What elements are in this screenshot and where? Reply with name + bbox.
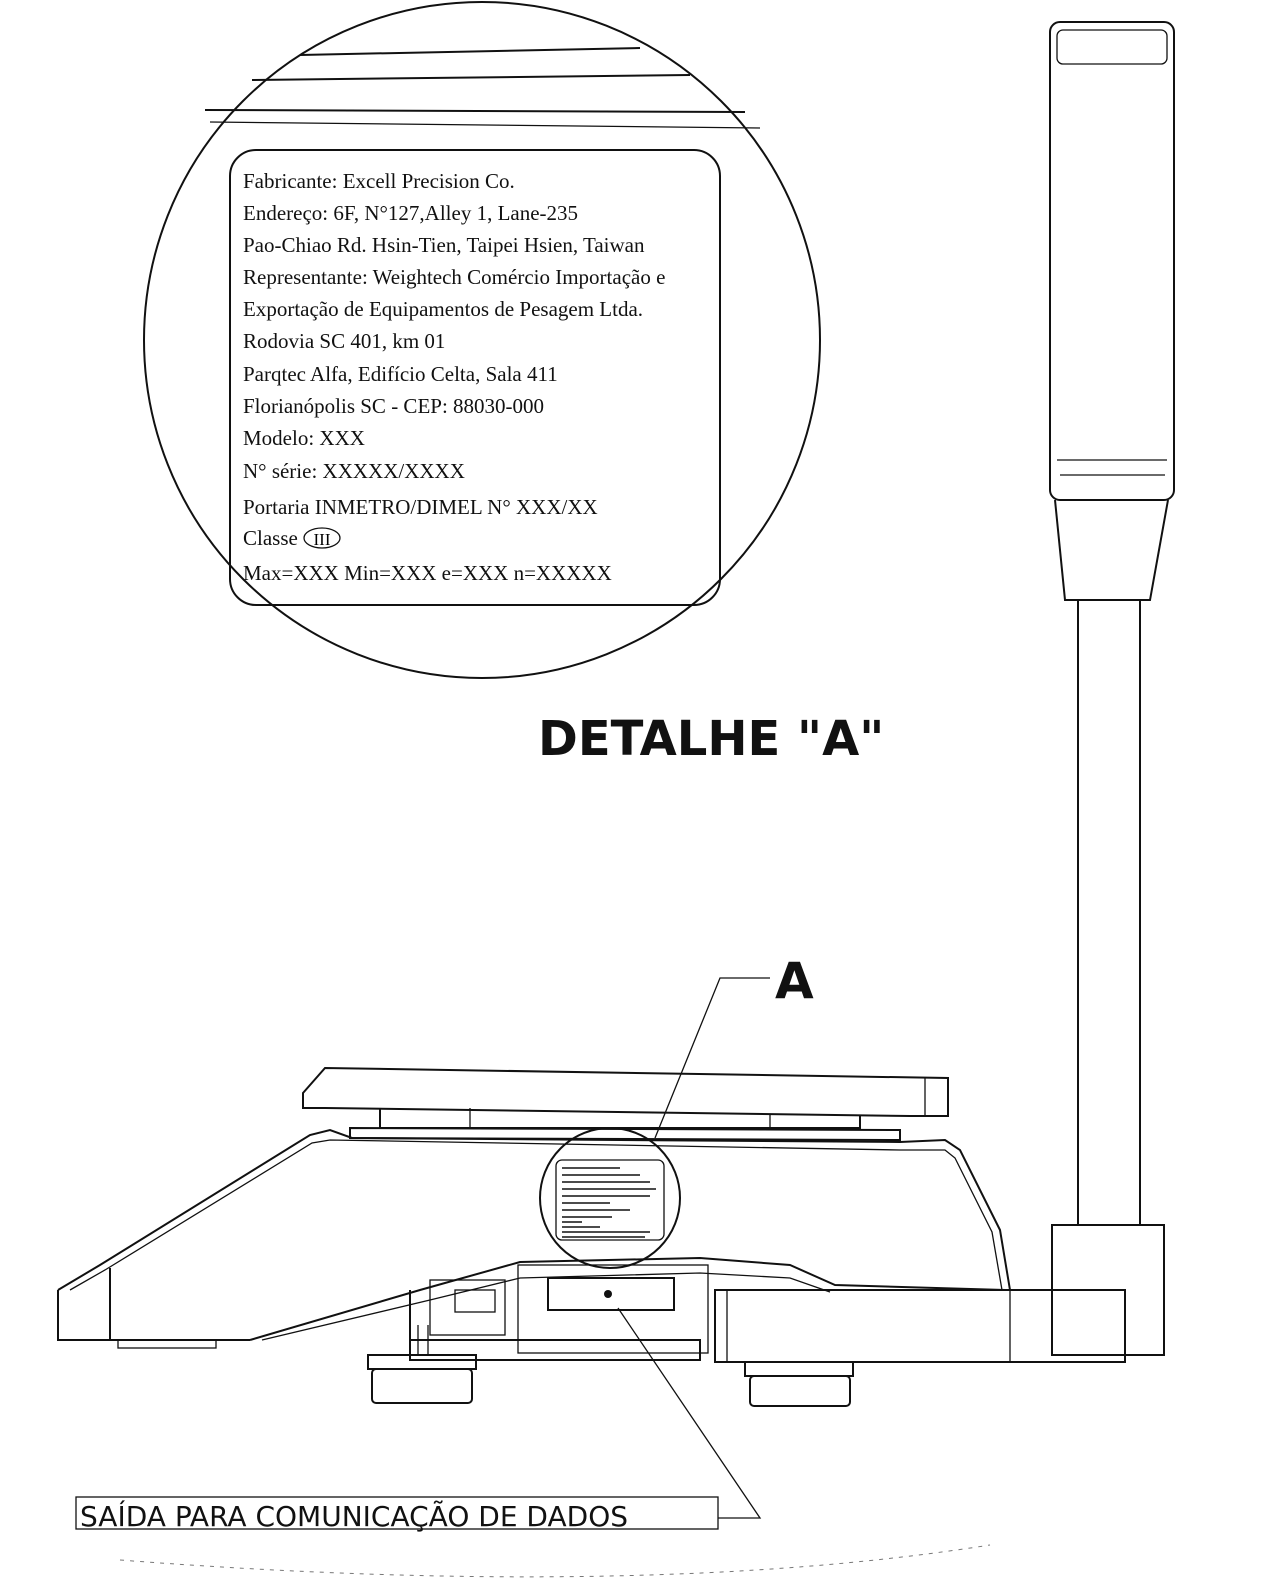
front-foot	[117, 1339, 217, 1349]
platter-support-ribs	[469, 1108, 771, 1128]
detail-a-magnifier: Fabricante: Excell Precision Co. Endereç…	[143, 1, 821, 679]
plate-line: Representante: Weightech Comércio Import…	[243, 265, 665, 289]
housing-line-4	[209, 121, 761, 129]
label-miniature-lines	[562, 1167, 656, 1238]
pole-taper	[1054, 499, 1169, 601]
plate-line: Classe	[243, 526, 298, 550]
pole-tube	[1077, 599, 1141, 1226]
plate-line: Portaria INMETRO/DIMEL N° XXX/XX	[243, 495, 598, 519]
weighing-platter	[302, 1066, 949, 1142]
plate-line: Modelo: XXX	[243, 426, 365, 450]
plate-line: Parqtec Alfa, Edifício Celta, Sala 411	[243, 362, 558, 386]
plate-line: Rodovia SC 401, km 01	[243, 329, 445, 353]
plate-line: Max=XXX Min=XXX e=XXX n=XXXXX	[243, 561, 612, 585]
port-bay-connector	[454, 1289, 496, 1313]
housing-lower-curve	[249, 1256, 1006, 1341]
bottom-edge-arc	[119, 1544, 991, 1578]
plate-line: Pao-Chiao Rd. Hsin-Tien, Taipei Hsien, T…	[243, 233, 645, 257]
callout-port-leader	[617, 1307, 762, 1519]
plate-line: Exportação de Equipamentos de Pesagem Lt…	[243, 297, 643, 321]
plate-text: Fabricante: Excell Precision Co. Endereç…	[243, 169, 665, 585]
plate-line: N° série: XXXXX/XXXX	[243, 459, 465, 483]
label-plate	[229, 149, 721, 606]
data-port-pin	[604, 1290, 612, 1298]
data-port	[547, 1277, 675, 1311]
plate-line: Fabricante: Excell Precision Co.	[243, 169, 515, 193]
platter-base-plate	[349, 1126, 901, 1142]
port-label: SAÍDA PARA COMUNICAÇÃO DE DADOS	[80, 1499, 628, 1533]
label-miniature	[555, 1159, 665, 1241]
callout-a-leader	[654, 977, 770, 1139]
foot-right-top	[744, 1361, 854, 1377]
callout-a-letter: A	[775, 952, 814, 1010]
foot-right	[749, 1375, 851, 1407]
detail-title: DETALHE "A"	[538, 711, 884, 767]
plate-line: Endereço: 6F, N°127,Alley 1, Lane-235	[243, 201, 578, 225]
callout-port: SAÍDA PARA COMUNICAÇÃO DE DADOS	[75, 1307, 762, 1533]
housing-upper-inner	[69, 1139, 1003, 1291]
class-symbol-oval	[303, 527, 341, 549]
class-symbol-text: III	[314, 530, 331, 549]
callout-a: A	[654, 952, 814, 1139]
foot-left-stem	[417, 1325, 429, 1355]
housing-lower-curve-inner	[261, 1272, 831, 1341]
base-right-block-edges	[726, 1290, 1011, 1362]
port-bay	[429, 1279, 506, 1336]
housing-base-block	[409, 1290, 701, 1361]
housing-upper-outline	[57, 1128, 1011, 1291]
foot-left	[371, 1368, 473, 1404]
display-head	[1049, 21, 1175, 501]
plate-line: Florianópolis SC - CEP: 88030-000	[243, 394, 544, 418]
base-right-block	[714, 1289, 1126, 1363]
display-head-cap	[1056, 29, 1168, 65]
foot-left-top	[367, 1354, 477, 1370]
port-window-frame	[517, 1264, 709, 1354]
class-symbol: III	[303, 527, 341, 549]
housing-front	[57, 1268, 111, 1341]
platter-top	[302, 1066, 949, 1117]
display-pole	[1049, 21, 1175, 1356]
port-label-box	[75, 1496, 719, 1530]
magnifier-circle	[143, 1, 821, 679]
housing-line-1	[299, 47, 641, 56]
scale-body	[57, 1127, 1126, 1407]
housing-line-2	[251, 74, 691, 81]
label-location-circle	[539, 1127, 681, 1269]
housing-line-3	[204, 109, 746, 113]
